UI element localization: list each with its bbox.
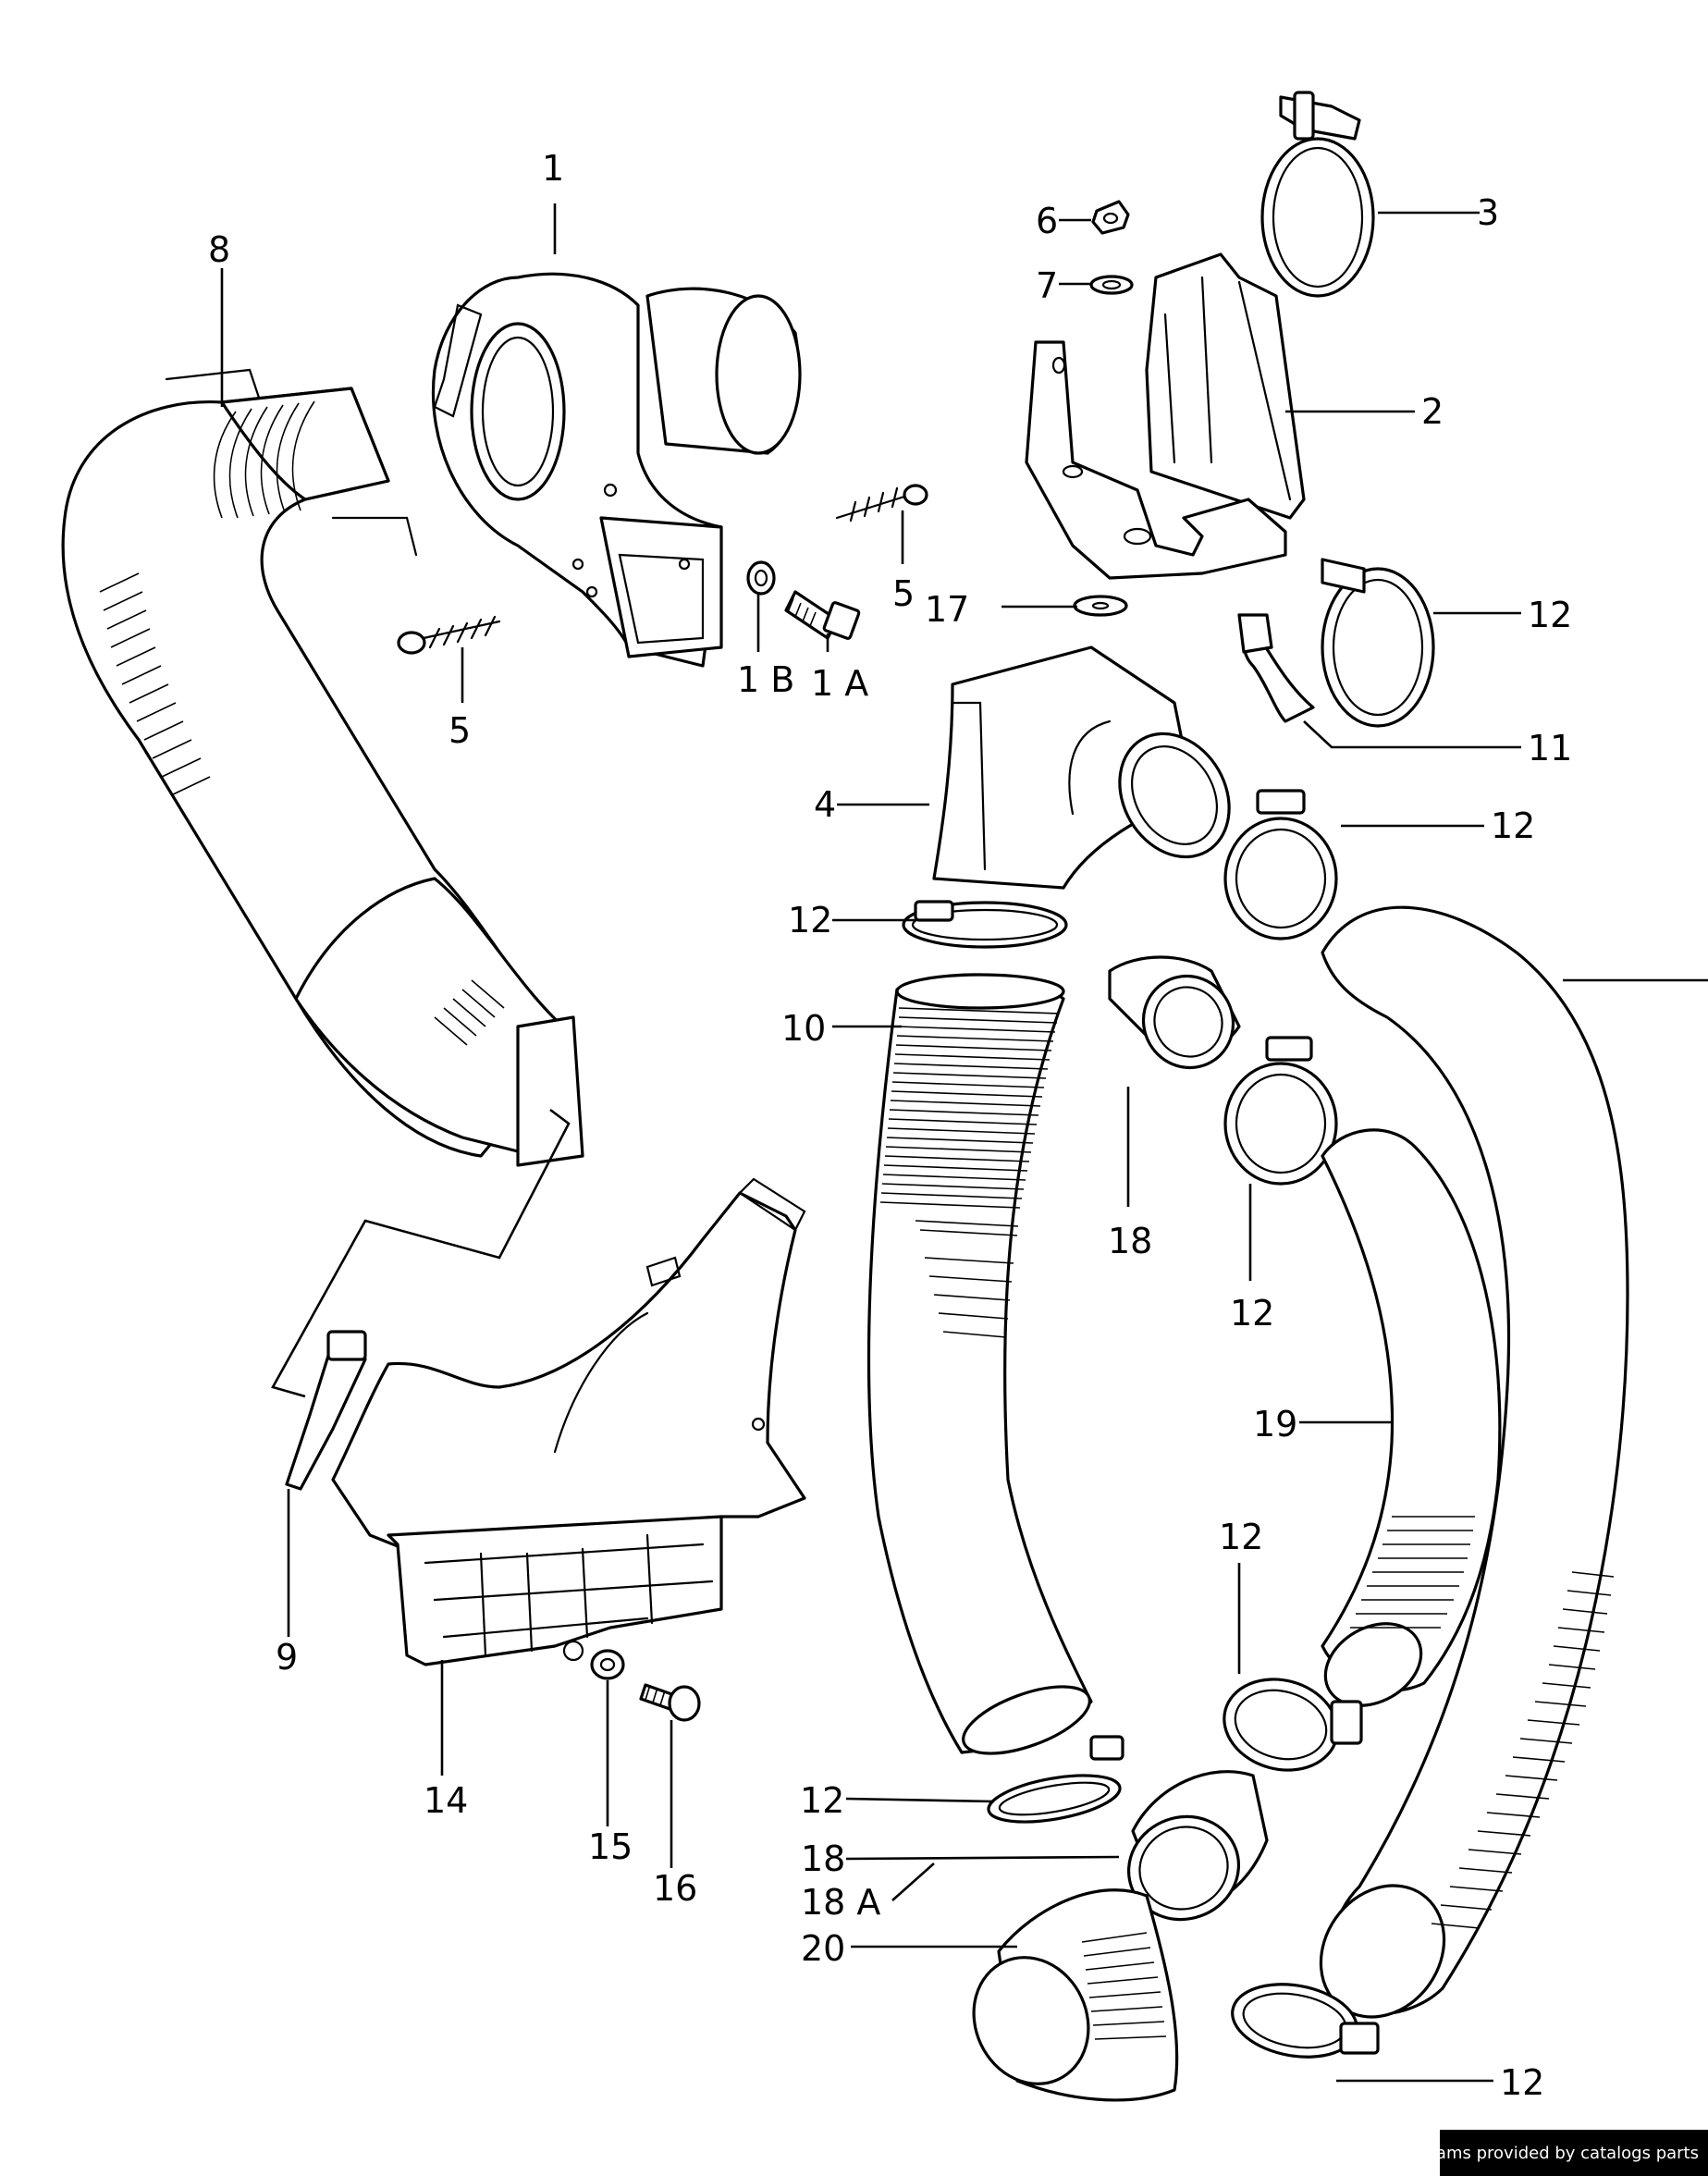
leader-lines (220, 203, 1708, 2083)
bracket-part-2 (1025, 252, 1306, 580)
hose-part-19 (1321, 1128, 1502, 1707)
washer-part-7 (1089, 275, 1134, 295)
clamp-part-12-upper (1321, 558, 1435, 728)
screw-part-5-left (397, 615, 501, 655)
washer-part-1b (746, 560, 776, 596)
label-6: 6 (1036, 201, 1058, 241)
blower-housing-part-1 (431, 272, 802, 668)
label-1a: 1 A (811, 663, 868, 704)
label-12g: 12 (1500, 2062, 1544, 2103)
label-11: 11 (1528, 728, 1572, 768)
label-20: 20 (801, 1928, 845, 1969)
label-10: 10 (781, 1008, 826, 1049)
bolt-part-1a (784, 590, 861, 640)
clamp-part-12-mid-right (1223, 789, 1338, 940)
washer-part-15 (590, 1649, 625, 1680)
bolt-part-16 (639, 1683, 701, 1722)
label-4: 4 (814, 784, 836, 825)
label-12d: 12 (1230, 1293, 1274, 1334)
label-12b: 12 (1491, 805, 1535, 846)
clamp-part-12-lower-center (1223, 1678, 1363, 1772)
hose-part-8 (61, 368, 584, 1167)
label-18A: 18 A (801, 1882, 880, 1923)
label-7: 7 (1036, 265, 1058, 306)
sleeve-part-18-upper (1108, 955, 1241, 1070)
label-9: 9 (276, 1637, 298, 1678)
label-5a: 5 (449, 710, 471, 751)
callout-labels: 1 1 A 1 B 2 3 4 5 5 6 7 8 9 10 11 12 12 … (208, 148, 1572, 2103)
clamp-part-12-lower-left (987, 1735, 1124, 1824)
label-12c: 12 (788, 900, 832, 940)
assembly-bracket-lines (271, 1108, 571, 1398)
label-12e: 12 (1219, 1517, 1263, 1557)
washer-part-17 (1073, 595, 1128, 617)
label-15: 15 (588, 1826, 633, 1867)
label-8: 8 (208, 229, 230, 270)
hose-part-10 (867, 973, 1093, 1755)
duct-part-14 (331, 1177, 806, 1666)
clip-part-9 (285, 1330, 367, 1491)
nut-part-6 (1091, 200, 1130, 235)
label-1: 1 (542, 148, 564, 189)
sleeve-part-18-lower (1126, 1770, 1269, 1922)
label-5b: 5 (892, 573, 915, 614)
clamp-part-12-bottom (1231, 1983, 1380, 2059)
credit-banner: Diagrams provided by catalogs parts (1391, 2130, 1708, 2176)
label-16: 16 (653, 1868, 697, 1909)
label-19: 19 (1253, 1404, 1297, 1445)
screw-part-5-right (835, 484, 928, 522)
label-17: 17 (925, 589, 969, 630)
clamp-part-12-center (1223, 1036, 1338, 1186)
label-3: 3 (1477, 192, 1499, 233)
bracket-part-11 (1237, 613, 1315, 723)
label-14: 14 (424, 1780, 468, 1821)
label-18b: 18 (801, 1838, 845, 1879)
label-12f: 12 (800, 1780, 844, 1821)
label-18a: 18 (1108, 1221, 1152, 1261)
label-2: 2 (1421, 391, 1444, 432)
hose-part-13 (1319, 905, 1629, 2019)
sleeve-part-20 (972, 1888, 1179, 2102)
clamp-part-3 (1260, 91, 1375, 298)
label-1b: 1 B (737, 659, 794, 700)
label-12a: 12 (1528, 595, 1572, 635)
clamp-part-12-mid-left (902, 900, 1068, 949)
elbow-part-4 (932, 645, 1231, 890)
credit-text: Diagrams provided by catalogs parts (1391, 2144, 1699, 2163)
